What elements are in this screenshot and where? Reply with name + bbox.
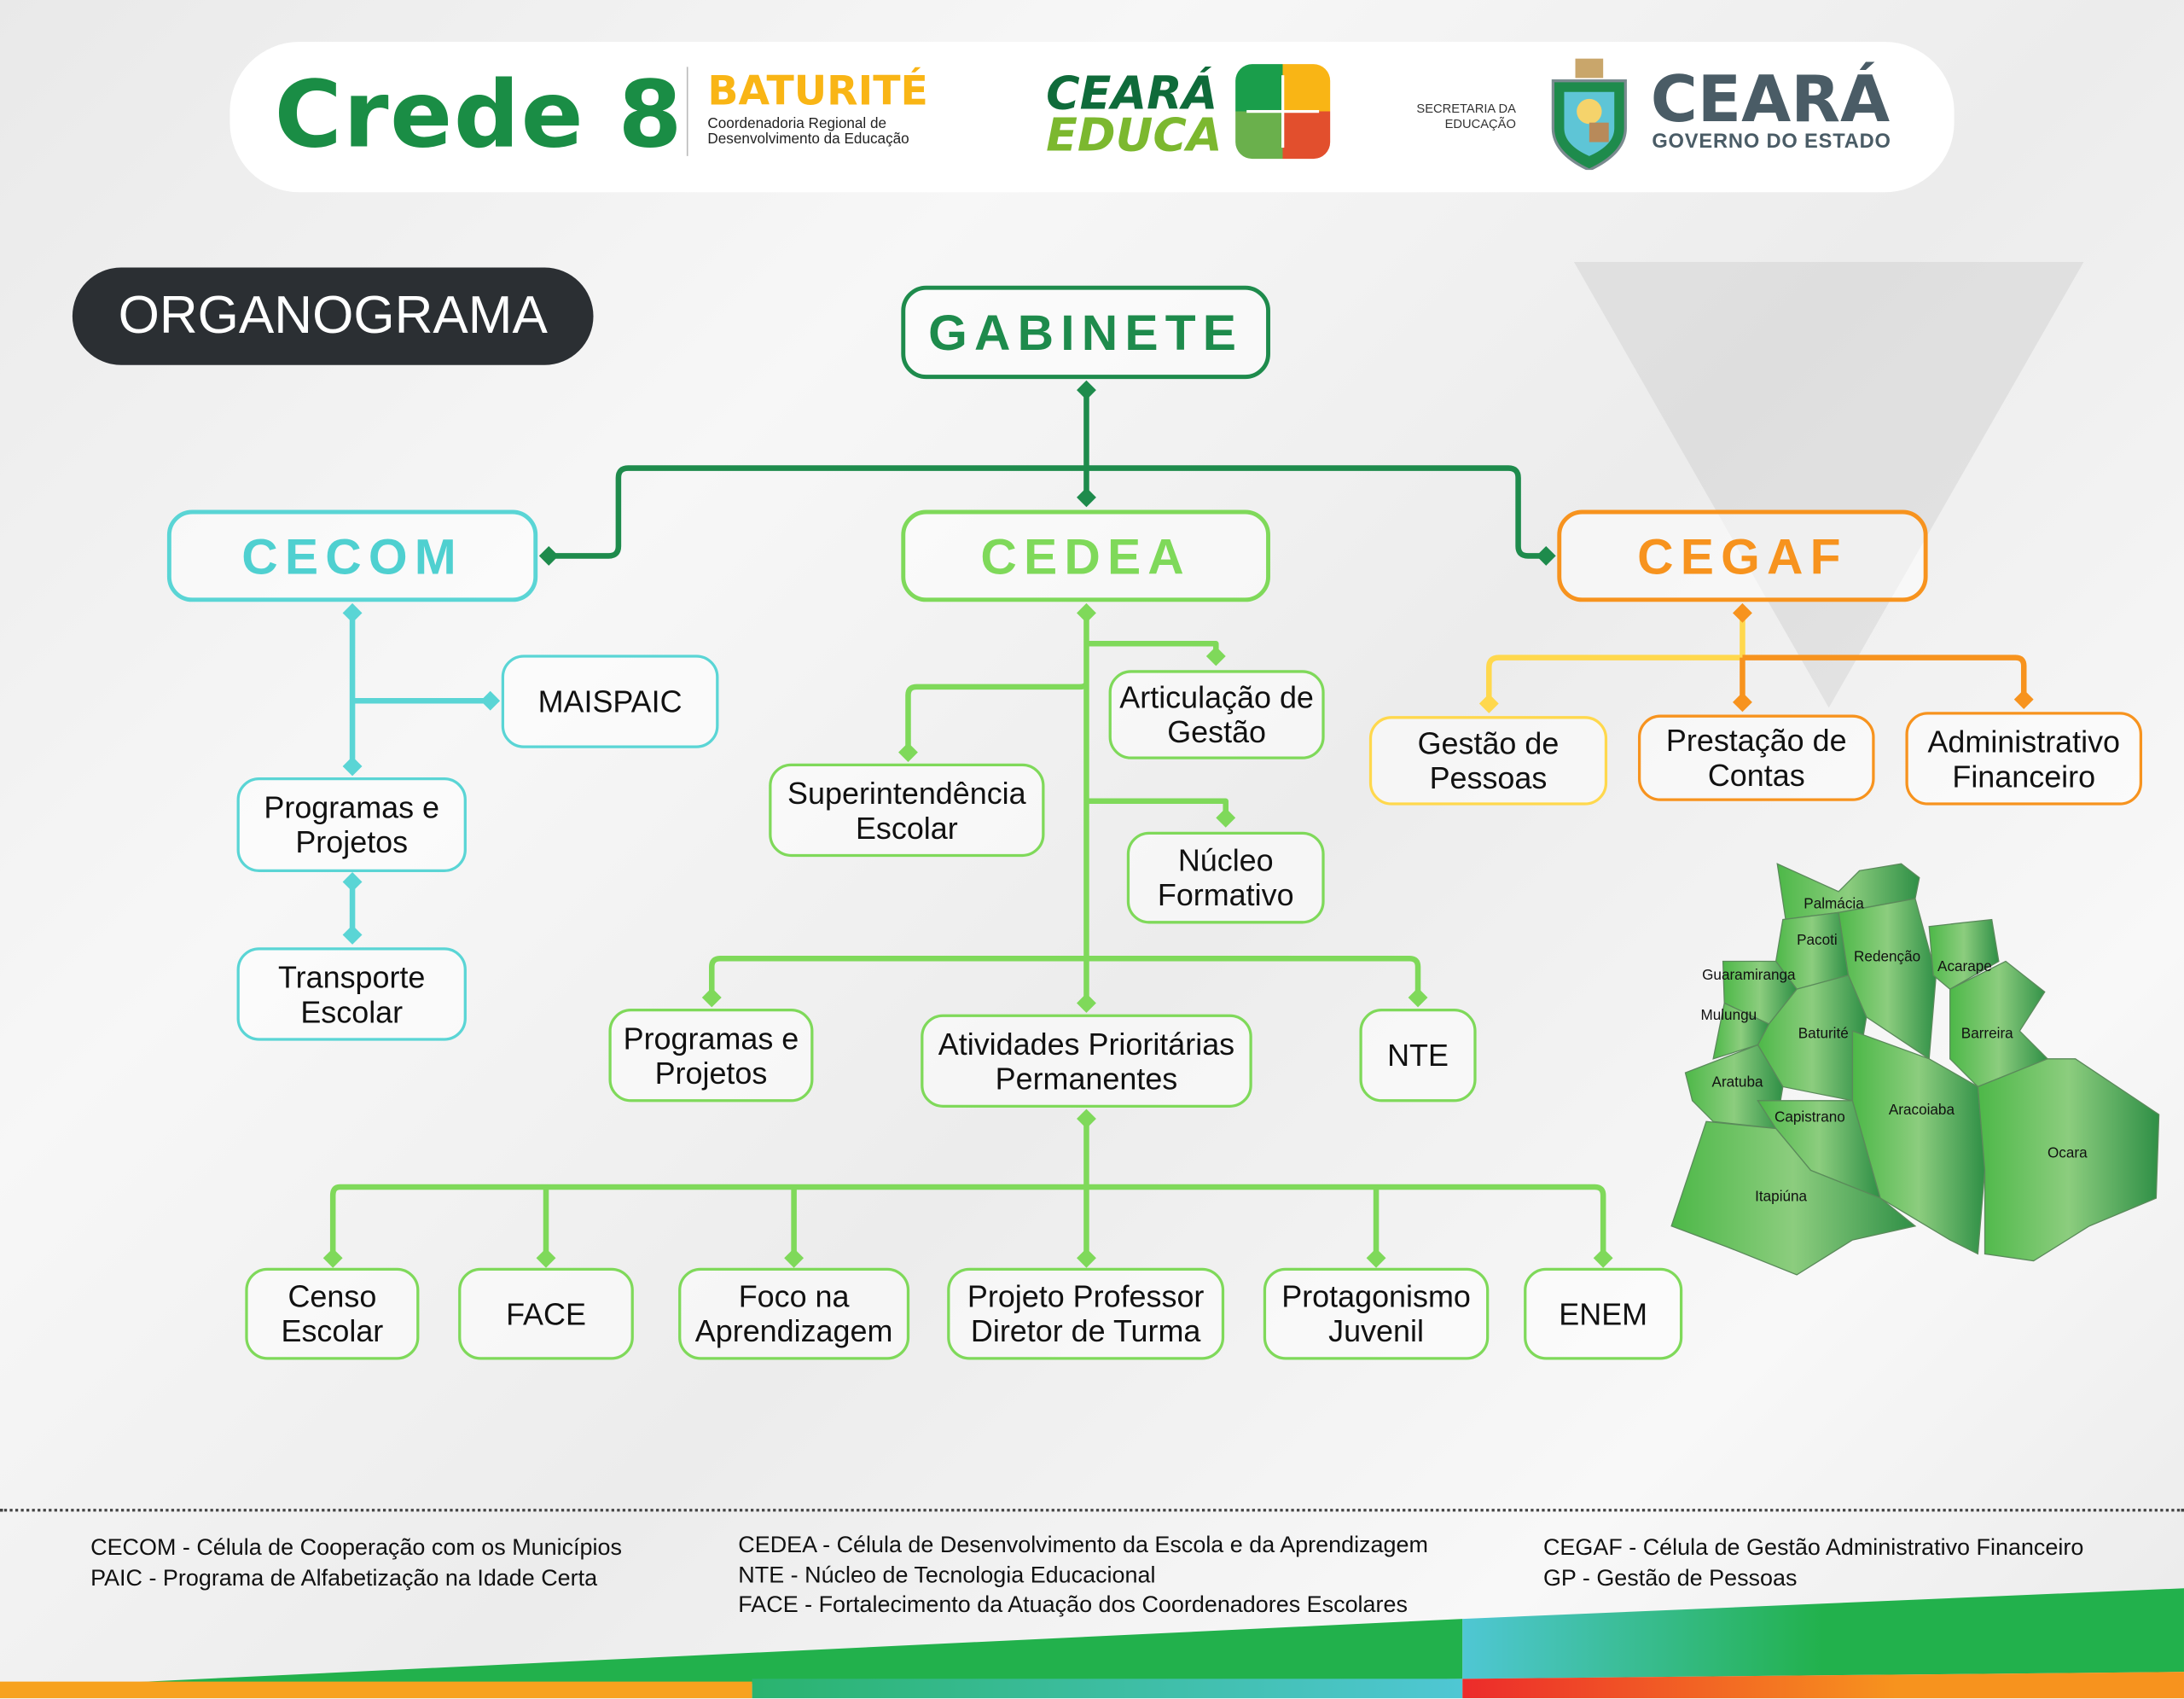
cedea-programas-projetos-box[interactable]: Programas e Projetos [608, 1009, 814, 1103]
connector-diamond [1077, 602, 1096, 623]
connector-diamond [1536, 545, 1556, 566]
region-subtitle-line: Coordenadoria Regional de [707, 115, 887, 133]
connector-diamond [2013, 689, 2034, 710]
crede-logo: Crede 8 [274, 61, 684, 169]
connector-diamond [342, 602, 363, 623]
legend-column-2: CEDEA - Célula de Desenvolvimento da Esc… [738, 1531, 1428, 1620]
secretaria-label: SECRETARIA DA EDUCAÇÃO [1416, 102, 1516, 132]
cecom-programas-projetos-box[interactable]: Programas e Projetos [236, 777, 467, 873]
connector-diamond [701, 987, 722, 1008]
connector-diamond [1077, 487, 1096, 508]
footer-divider [0, 1509, 2184, 1512]
cedea-box[interactable]: CEDEA [901, 509, 1270, 602]
connector-diamond [1216, 807, 1236, 828]
connector-diamond [1733, 602, 1752, 623]
ceara-educa-line: EDUCA [1046, 107, 1223, 162]
region-subtitle: Coordenadoria Regional de Desenvolviment… [707, 115, 909, 148]
nucleo-formativo-box[interactable]: Núcleo Formativo [1126, 831, 1325, 924]
maispaic-box[interactable]: MAISPAIC [501, 655, 719, 748]
legend-item: PAIC - Programa de Alfabetização na Idad… [90, 1565, 598, 1591]
state-shield-icon [1551, 58, 1627, 171]
connector-diamond [1478, 694, 1499, 713]
region-subtitle-line: Desenvolvimento da Educação [707, 131, 909, 148]
gabinete-box[interactable]: GABINETE [901, 285, 1270, 380]
legend-item: CEDEA - Célula de Desenvolvimento da Esc… [738, 1532, 1428, 1558]
gestao-pessoas-box[interactable]: Gestão de Pessoas [1368, 716, 1608, 806]
ceara-logo-text: CEARÁ [1650, 61, 1891, 137]
nte-box[interactable]: NTE [1359, 1009, 1477, 1103]
prestacao-contas-box[interactable]: Prestação de Contas [1637, 714, 1875, 801]
header-banner: Crede 8 BATURITÉ Coordenadoria Regional … [229, 41, 1955, 193]
connector-diamond [1077, 1108, 1096, 1129]
connector-diamond [1077, 380, 1096, 400]
administrativo-financeiro-box[interactable]: Administrativo Financeiro [1905, 712, 2143, 806]
region-name: BATURITÉ [707, 67, 928, 114]
legend-item: GP - Gestão de Pessoas [1542, 1565, 1798, 1591]
connector-diamond [342, 925, 363, 945]
legend-item: NTE - Núcleo de Tecnologia Educacional [738, 1562, 1156, 1588]
articulacao-gestao-box[interactable]: Articulação de Gestão [1108, 670, 1325, 759]
divider [686, 67, 688, 156]
legend-item: CECOM - Célula de Cooperação com os Muni… [90, 1535, 622, 1561]
face-box[interactable]: FACE [458, 1267, 634, 1360]
protagonismo-juvenil-box[interactable]: Protagonismo Juvenil [1263, 1267, 1490, 1360]
transporte-escolar-box[interactable]: Transporte Escolar [236, 947, 467, 1041]
secretaria-line: EDUCAÇÃO [1444, 117, 1516, 131]
censo-escolar-box[interactable]: Censo Escolar [245, 1267, 420, 1360]
page-title: ORGANOGRAMA [72, 267, 594, 365]
connector-diamond [1077, 993, 1096, 1013]
atividades-prioritarias-box[interactable]: Atividades Prioritárias Permanentes [921, 1014, 1252, 1108]
foco-aprendizagem-box[interactable]: Foco na Aprendizagem [678, 1267, 910, 1360]
government-label: GOVERNO DO ESTADO [1652, 131, 1891, 154]
ceara-educa-logo: CEARÁ EDUCA [1046, 65, 1223, 162]
ceara-educa-line: CEARÁ [1046, 65, 1218, 120]
cegaf-box[interactable]: CEGAF [1557, 509, 1928, 602]
connector-diamond [538, 545, 559, 566]
legend-column-3: CEGAF - Célula de Gestão Administrativo … [1543, 1534, 2083, 1594]
superintendencia-escolar-box[interactable]: Superintendência Escolar [769, 763, 1045, 858]
ceara-educa-icon [1235, 64, 1331, 160]
cecom-box[interactable]: CECOM [166, 509, 538, 602]
enem-box[interactable]: ENEM [1524, 1267, 1683, 1360]
legend-item: CEGAF - Célula de Gestão Administrativo … [1542, 1535, 2084, 1561]
background-triangle [1573, 261, 2084, 708]
connector-diamond [1408, 987, 1428, 1008]
legend-item: FACE - Fortalecimento da Atuação dos Coo… [738, 1592, 1408, 1618]
connector-diamond [342, 756, 363, 777]
connector-diamond [342, 872, 363, 892]
connector-diamond [1733, 692, 1752, 713]
projeto-professor-box[interactable]: Projeto Professor Diretor de Turma [947, 1267, 1225, 1360]
secretaria-line: SECRETARIA DA [1416, 102, 1516, 116]
legend-column-1: CECOM - Célula de Cooperação com os Muni… [90, 1534, 622, 1594]
